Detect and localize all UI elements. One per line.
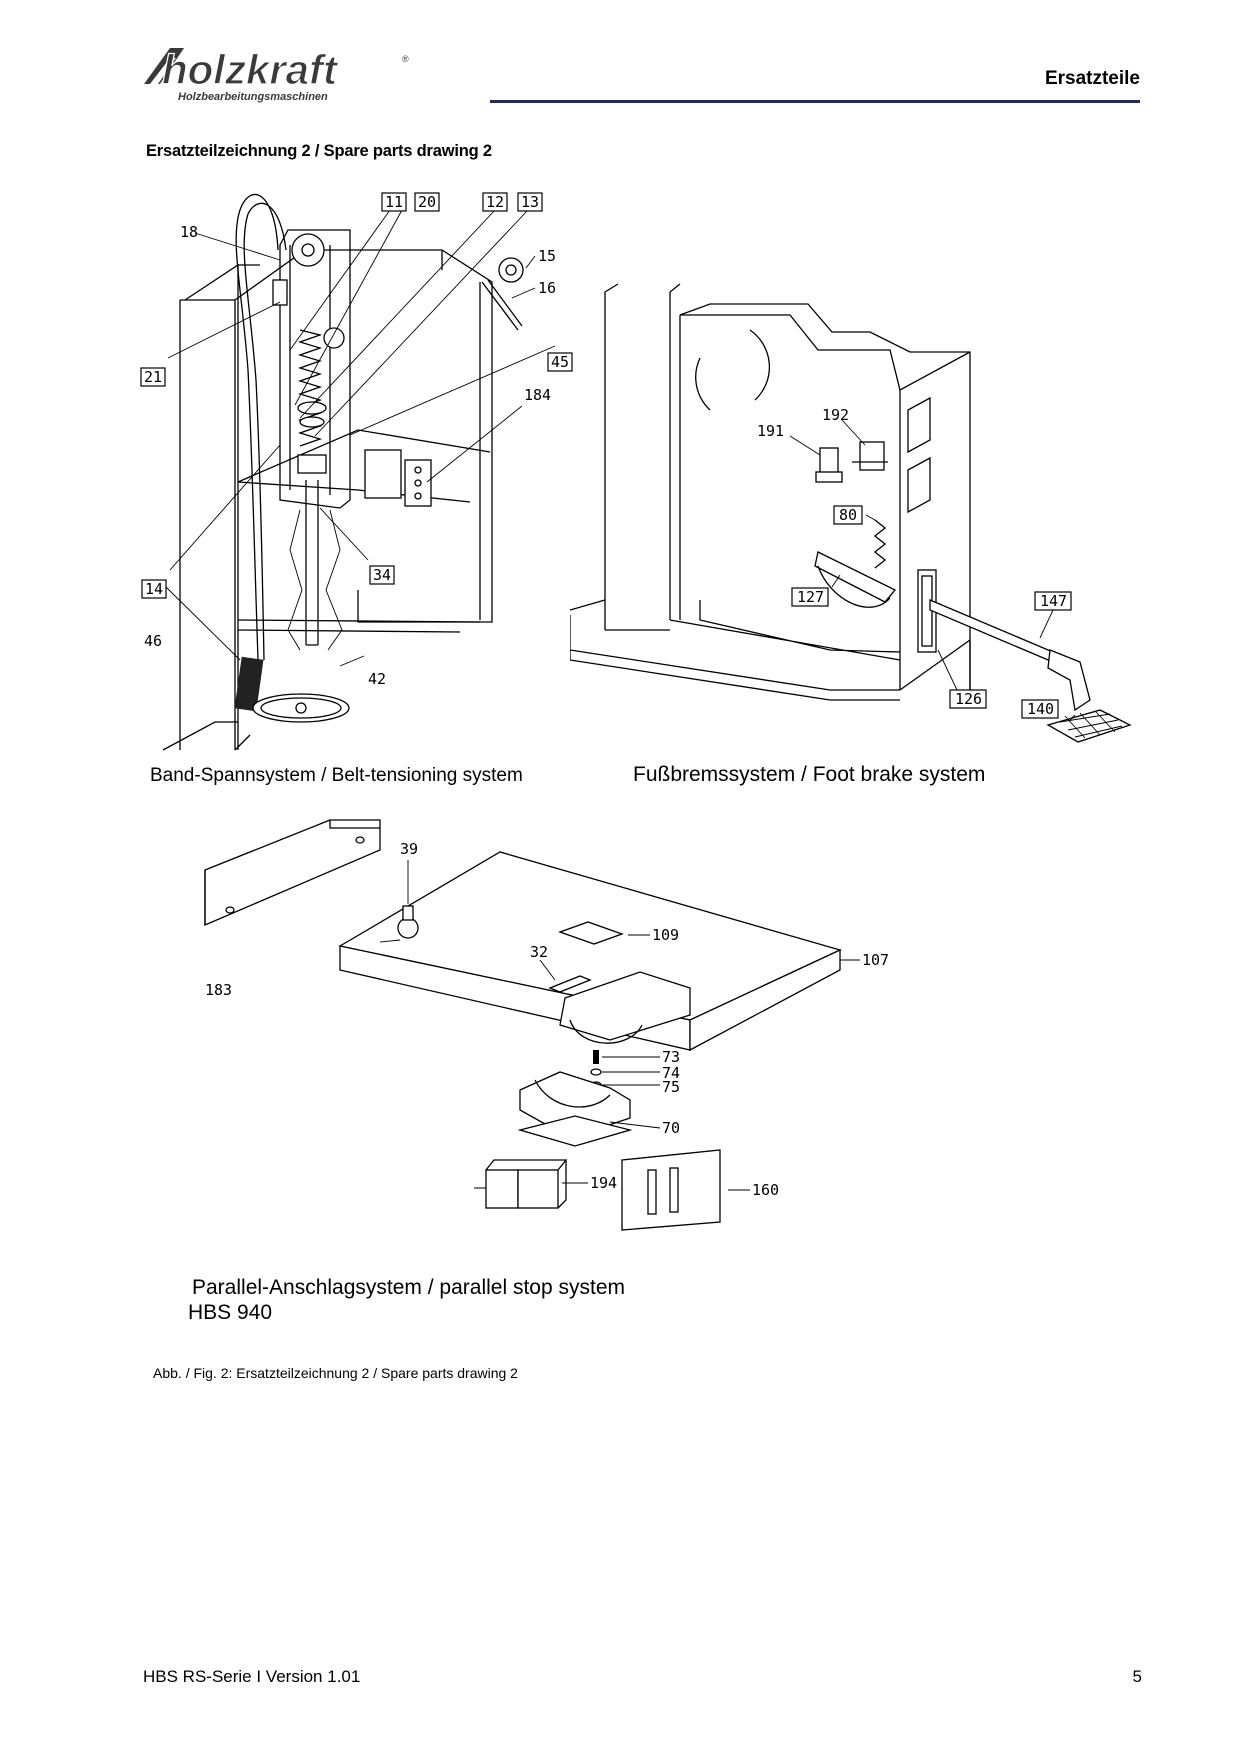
part-label: 109 xyxy=(652,926,679,944)
belt-system-caption: Band-Spannsystem / Belt-tensioning syste… xyxy=(150,765,523,786)
part-label: 160 xyxy=(752,1181,779,1199)
footer-version: HBS RS-Serie I Version 1.01 xyxy=(143,1667,361,1686)
part-label: 15 xyxy=(538,247,556,265)
part-label: 70 xyxy=(662,1119,680,1137)
parallel-stop-drawing: 39 109 183 32 107 73 74 75 70 194 160 xyxy=(204,819,889,1231)
header-title: Ersatzteile xyxy=(1044,68,1140,89)
part-label: 18 xyxy=(180,223,198,241)
part-label: 16 xyxy=(538,279,556,297)
belt-tensioning-drawing: 11 20 12 13 18 15 16 21 45 184 14 34 46 … xyxy=(140,192,573,751)
part-label: 194 xyxy=(590,1174,617,1192)
foot-brake-caption: Fußbremssystem / Foot brake system xyxy=(633,763,986,786)
part-label: 11 xyxy=(385,193,403,211)
part-label: 14 xyxy=(145,580,163,598)
foot-brake-drawing: 191 192 80 127 147 126 140 xyxy=(570,283,1132,743)
part-label: 74 xyxy=(662,1064,680,1082)
part-label: 46 xyxy=(144,632,162,650)
section-title: Ersatzteilzeichnung 2 / Spare parts draw… xyxy=(146,142,492,160)
header-rule xyxy=(490,100,1140,103)
part-label: 192 xyxy=(822,406,849,424)
part-label: 12 xyxy=(486,193,504,211)
figure-caption: Abb. / Fig. 2: Ersatzteilzeichnung 2 / S… xyxy=(153,1365,518,1381)
part-label: 184 xyxy=(524,386,551,404)
holzkraft-logo: holzkraft Holzbearbeitungsmaschinen ® xyxy=(140,44,440,106)
part-label: 183 xyxy=(205,981,232,999)
part-label: 20 xyxy=(418,193,436,211)
logo-tagline: Holzbearbeitungsmaschinen xyxy=(178,91,328,103)
part-label: 34 xyxy=(373,566,391,584)
logo-wordmark: holzkraft xyxy=(162,46,339,93)
part-label: 75 xyxy=(662,1078,680,1096)
part-label: 42 xyxy=(368,670,386,688)
part-label: 80 xyxy=(839,506,857,524)
part-label: 73 xyxy=(662,1048,680,1066)
parallel-stop-caption: Parallel-Anschlagsystem / parallel stop … xyxy=(192,1276,626,1299)
svg-text:®: ® xyxy=(402,54,409,64)
part-label: 147 xyxy=(1040,592,1067,610)
part-label: 126 xyxy=(955,690,982,708)
part-label: 140 xyxy=(1027,700,1054,718)
page-number: 5 xyxy=(1132,1667,1142,1686)
part-label: 21 xyxy=(144,368,162,386)
part-label: 13 xyxy=(521,193,539,211)
part-label: 39 xyxy=(400,840,418,858)
part-label: 191 xyxy=(757,422,784,440)
model-label: HBS 940 xyxy=(188,1301,273,1324)
part-label: 32 xyxy=(530,943,548,961)
part-label: 107 xyxy=(862,951,889,969)
part-label: 45 xyxy=(551,353,569,371)
part-label: 127 xyxy=(797,588,824,606)
